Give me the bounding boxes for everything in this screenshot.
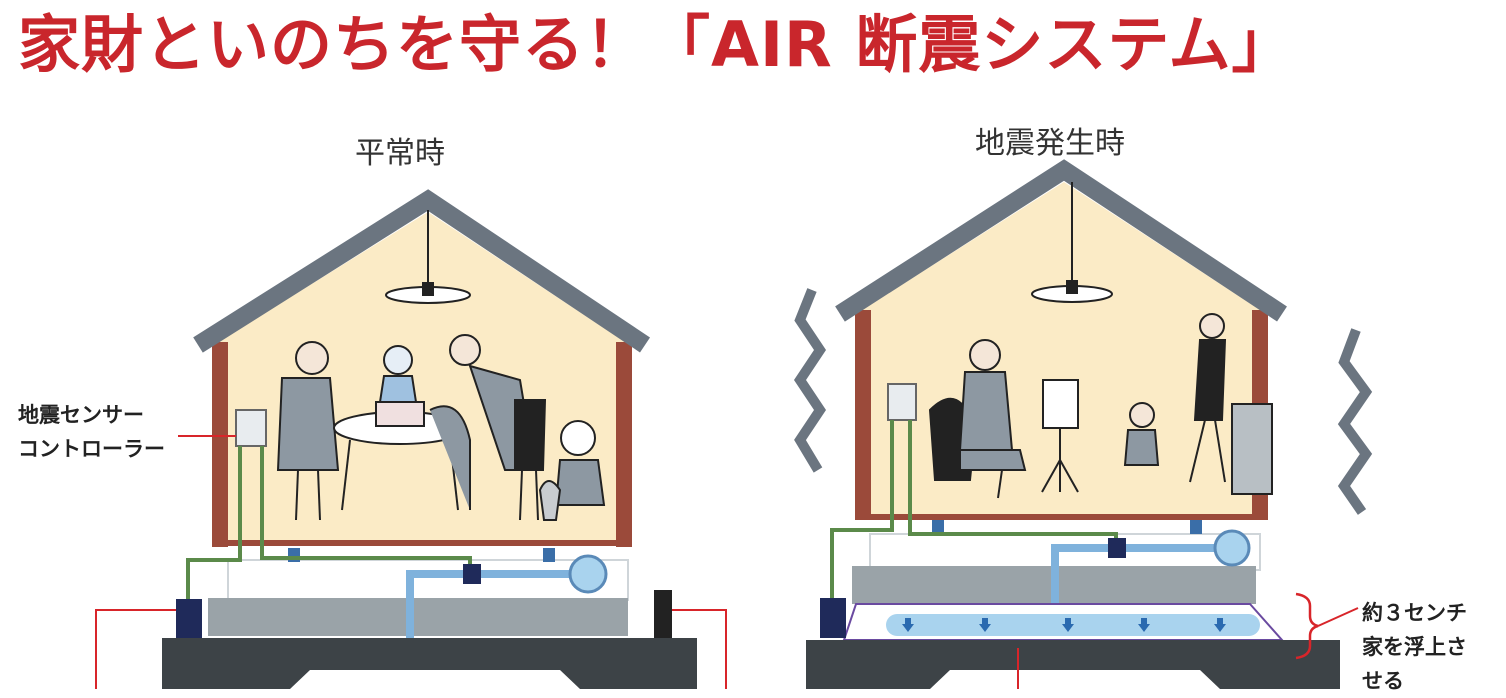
wall-left-earthquake (855, 310, 871, 520)
wall-right-normal (616, 342, 632, 547)
valve-normal (463, 564, 481, 584)
roof-normal (193, 189, 651, 353)
air-tank-normal (568, 554, 608, 594)
lamp-icon (385, 210, 471, 304)
house-earthquake (793, 159, 1373, 689)
compressor-left (176, 599, 202, 639)
floor-normal (218, 540, 630, 546)
sensor-wire-earthquake-2 (830, 420, 894, 600)
power-box-right (654, 590, 672, 650)
floor-vent-earthquake-1 (932, 520, 944, 534)
sensor-callout: 地震センサー コントローラー (18, 398, 165, 466)
slab-normal (208, 598, 628, 636)
air-tank-earthquake (1213, 529, 1251, 567)
valve-earthquake (1108, 538, 1126, 558)
wall-left-normal (212, 342, 228, 547)
lamp-icon-earthquake (1031, 182, 1113, 303)
lift-callout-line1: 約３センチ (1362, 601, 1467, 625)
house-normal (95, 189, 727, 689)
scene-title-earthquake: 地震発生時 (975, 126, 1125, 161)
sensor-controller-normal (235, 409, 267, 447)
shake-line-left (793, 288, 827, 473)
sensor-callout-line1: 地震センサー (18, 403, 144, 427)
sensor-callout-line2: コントローラー (18, 437, 165, 461)
floor-vent-earthquake-2 (1190, 520, 1202, 534)
air-pipe-normal (406, 570, 575, 640)
foundation-notch-normal (290, 670, 580, 689)
roof-earthquake (835, 159, 1287, 322)
lift-callout-line2: 家を浮上さ (1362, 635, 1467, 659)
floor-vent-normal-2 (543, 548, 555, 562)
floor-earthquake (862, 514, 1262, 520)
compressor-earthquake (820, 598, 846, 638)
foundation-notch-earthquake (930, 670, 1220, 689)
sensor-wire-normal-2 (186, 446, 242, 600)
family-icon (276, 334, 606, 521)
sensor-controller-earthquake (887, 383, 917, 421)
underfloor-space-normal (227, 559, 629, 601)
lift-callout-leader (1317, 607, 1359, 627)
lift-arrows (902, 618, 1226, 632)
headline: 家財といのちを守る！「AIR 断震システム」 (18, 8, 1295, 81)
family-earthquake-icon (928, 313, 1273, 499)
shake-line-right (1337, 328, 1373, 515)
scene-title-normal: 平常時 (355, 136, 445, 171)
power-wire-right (672, 609, 727, 689)
power-wire-left (95, 609, 176, 689)
